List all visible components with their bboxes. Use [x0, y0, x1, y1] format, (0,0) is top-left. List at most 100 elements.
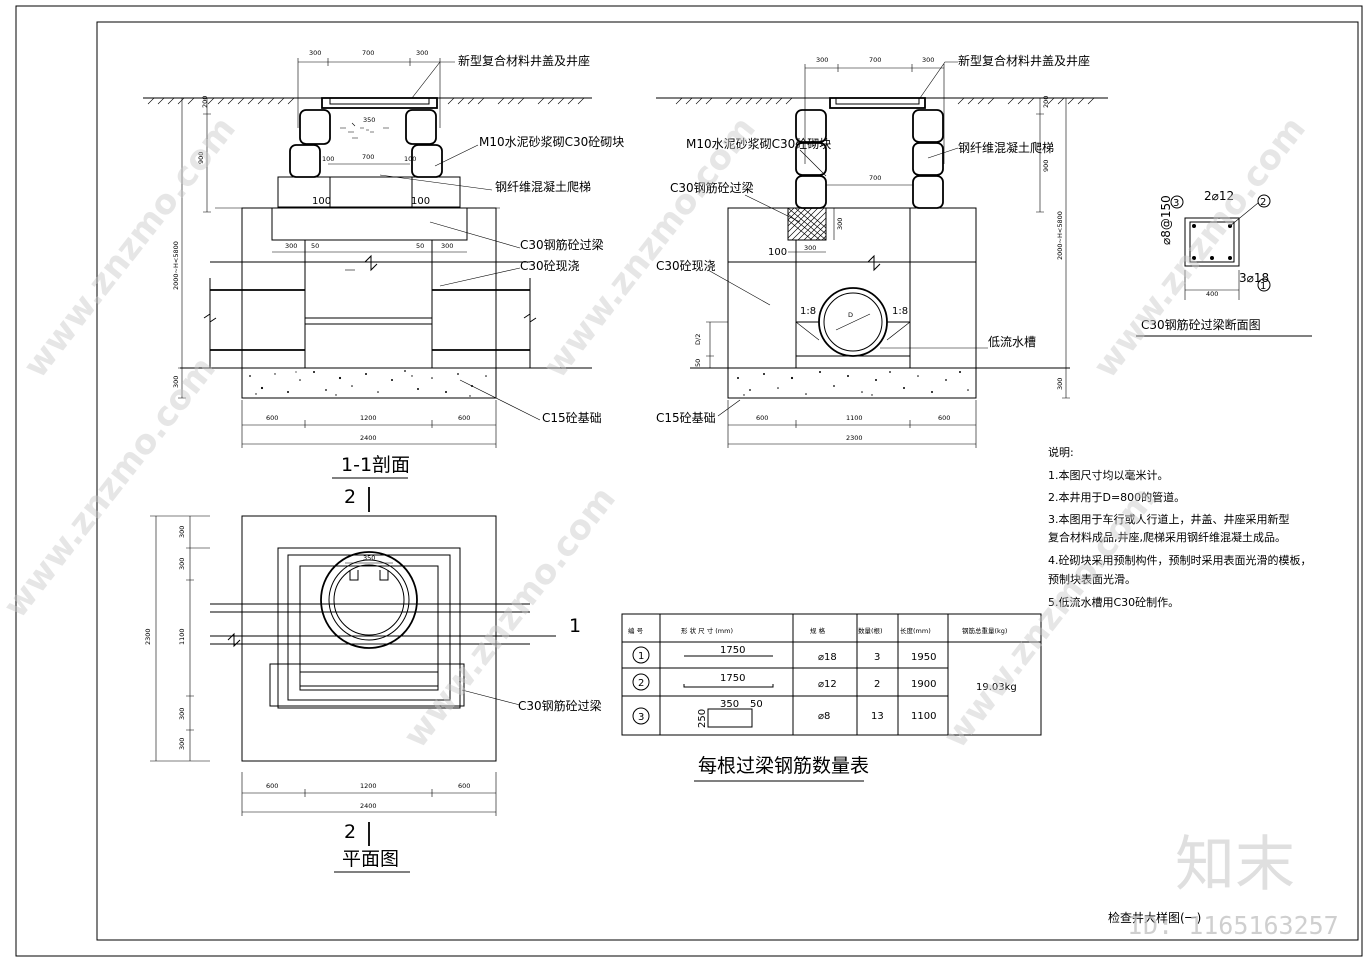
rebar-table: 编 号 形 状 尺 寸 (mm) 规 格 数量(根) 长度(mm) 钢筋总重量(… — [621, 613, 1042, 782]
note-2: 2.本井用于D=800的管道。 — [1048, 490, 1185, 504]
label-base: C15砼基础 — [542, 411, 602, 425]
watermark-brand: 知末 — [1175, 830, 1295, 900]
row2-len: 1900 — [911, 679, 936, 690]
label2-masonry: M10水泥砂浆砌C30砼砌块 — [686, 136, 831, 151]
plan-bottom-2: 1200 — [360, 782, 377, 790]
dim2-d2: D/2 — [694, 334, 702, 345]
row3-shape: 350 — [720, 699, 739, 710]
notes-heading: 说明: — [1048, 445, 1074, 459]
beam-top-bar: 2⌀12 — [1204, 189, 1234, 203]
table-row: 1 1750 ⌀18 3 1950 — [632, 645, 936, 664]
row3-no: 3 — [638, 712, 644, 723]
notes: 说明: 1.本图尺寸均以毫米计。 2.本井用于D=800的管道。 3.本图用于车… — [1048, 445, 1312, 609]
row3-shape-h: 250 — [697, 709, 708, 728]
dim-100-b: 100 — [404, 155, 416, 163]
plan-total: 2400 — [360, 802, 377, 810]
plan-overall: 2300 — [144, 628, 152, 645]
dim-bottom-3: 600 — [458, 414, 470, 422]
row2-no: 2 — [638, 678, 644, 689]
note-5: 5.低流水槽用C30砼制作。 — [1048, 595, 1179, 609]
dim2-50: 50 — [694, 359, 702, 367]
label-cast: C30砼现浇 — [520, 259, 580, 273]
row1-len: 1950 — [911, 652, 936, 663]
beam-section: 400 2⌀12 2 ⌀8@150 3 3⌀18 1 C30钢筋砼过梁断面图 — [1136, 189, 1312, 337]
label2-base: C15砼基础 — [656, 411, 716, 425]
note-3b: 复合材料成品,井座,爬梯采用钢纤维混凝土成品。 — [1048, 530, 1286, 544]
dim-100-c: 100 — [312, 196, 331, 207]
plan-cut-bottom: 2 — [344, 821, 356, 843]
dim2-100: 100 — [768, 247, 787, 258]
plan-title: 平面图 — [342, 848, 399, 870]
label-ladder: 钢纤维混凝土爬梯 — [495, 179, 591, 194]
table-header-spec: 规 格 — [810, 626, 826, 635]
beam-mark-3: 3 — [1173, 198, 1179, 209]
dim-beam-300-b: 300 — [441, 242, 453, 250]
table-header-shape: 形 状 尺 寸 (mm) — [681, 626, 733, 635]
watermark-id: ID: 1165163257 — [1128, 911, 1339, 940]
label-cover: 新型复合材料井盖及井座 — [458, 53, 590, 68]
beam-section-title: C30钢筋砼过梁断面图 — [1141, 317, 1261, 332]
label2-ladder: 钢纤维混凝土爬梯 — [958, 140, 1054, 155]
row2-shape: 1750 — [720, 673, 745, 684]
row1-no: 1 — [638, 651, 644, 662]
dim2-900: 900 — [1042, 160, 1050, 172]
plan-inner: 350 — [363, 554, 375, 562]
note-3a: 3.本图用于车行或人行道上，井盖、井座采用新型 — [1048, 512, 1290, 526]
label2-cast: C30砼现浇 — [656, 259, 716, 273]
table-header-weight: 钢筋总重量(kg) — [962, 626, 1007, 635]
plan-bottom-3: 600 — [458, 782, 470, 790]
plan-beam-label: C30钢筋砼过梁 — [518, 698, 602, 713]
dim-bottom-2: 1200 — [360, 414, 377, 422]
note-4a: 4.砼砌块采用预制构件，预制时采用表面光滑的模板， — [1048, 553, 1312, 567]
dim2-inner-700: 700 — [869, 174, 881, 182]
beam-stirrup: ⌀8@150 — [1159, 195, 1173, 245]
row3-qty: 13 — [871, 711, 884, 722]
dim2-bottom-2: 1100 — [846, 414, 863, 422]
dim-top-3: 300 — [416, 49, 428, 57]
slope-right: 1:8 — [892, 306, 908, 317]
plan-left-dim-4: 300 — [178, 708, 186, 720]
section-1-1-title: 1-1剖面 — [341, 454, 410, 476]
beam-mark-2: 2 — [1260, 197, 1266, 208]
dim2-beam-300: 300 — [804, 244, 816, 252]
dim2-height: 2000~H<5800 — [1056, 211, 1064, 260]
dim-height: 2000~H<5800 — [172, 241, 180, 290]
row2-qty: 2 — [874, 679, 880, 690]
label2-cover: 新型复合材料井盖及井座 — [958, 53, 1090, 68]
row3-shape-b: 50 — [750, 699, 763, 710]
label-masonry: M10水泥砂浆砌C30砼砌块 — [479, 134, 624, 149]
plan-left-dim-1: 300 — [178, 526, 186, 538]
dim2-bottom-1: 600 — [756, 414, 768, 422]
slope-left: 1:8 — [800, 306, 816, 317]
plan-cut-top: 2 — [344, 486, 356, 508]
dim-beam-50-b: 50 — [416, 242, 424, 250]
label2-beam: C30钢筋砼过梁 — [670, 180, 754, 195]
inner-border — [96, 21, 1359, 941]
dim2-top-2: 700 — [869, 56, 881, 64]
rebar-table-title: 每根过梁钢筋数量表 — [698, 755, 869, 777]
dim-beam-50-a: 50 — [311, 242, 319, 250]
row2-spec: ⌀12 — [818, 679, 837, 690]
beam-bottom-bar: 3⌀18 — [1239, 271, 1269, 285]
dim-beam-300-a: 300 — [285, 242, 297, 250]
table-total-weight: 19.03kg — [976, 682, 1017, 693]
note-4b: 预制块表面光滑。 — [1048, 572, 1136, 586]
beam-mark-1: 1 — [1260, 281, 1266, 292]
outer-border — [15, 5, 1363, 957]
dim-200: 200 — [201, 96, 209, 108]
label2-channel: 低流水槽 — [988, 335, 1036, 349]
plan-bottom-1: 600 — [266, 782, 278, 790]
beam-width: 400 — [1206, 290, 1218, 298]
row1-qty: 3 — [874, 652, 880, 663]
note-1: 1.本图尺寸均以毫米计。 — [1048, 468, 1169, 482]
dim-base-300: 300 — [172, 376, 180, 388]
watermark-site-3: www.znzmo.com — [1086, 109, 1314, 385]
table-header-len: 长度(mm) — [900, 626, 931, 635]
title-block: 检查井大样图(一) — [1108, 910, 1201, 925]
label-beam: C30钢筋砼过梁 — [520, 237, 604, 252]
dim-bottom-1: 600 — [266, 414, 278, 422]
plan-left-dim-5: 300 — [178, 738, 186, 750]
row3-len: 1100 — [911, 711, 936, 722]
dim-900: 900 — [197, 152, 205, 164]
dim-inner-350: 350 — [363, 116, 375, 124]
